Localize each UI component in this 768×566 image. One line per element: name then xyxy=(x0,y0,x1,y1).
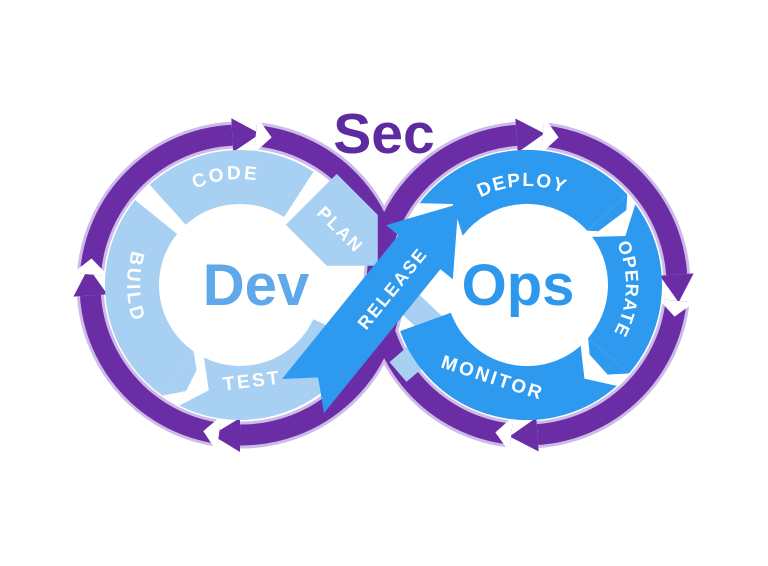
build-label: BUILD xyxy=(122,249,147,325)
arrow-icon xyxy=(515,118,545,153)
fork-notch-icon xyxy=(253,117,272,154)
deploy-segment xyxy=(419,149,628,237)
monitor-segment xyxy=(400,311,618,421)
plan-arrow-pentagon xyxy=(285,173,378,266)
release-ribbon-arrow xyxy=(282,204,459,413)
fork-notch-icon xyxy=(580,344,619,387)
fork-notch-icon xyxy=(658,298,695,317)
fork-notch-icon xyxy=(540,117,559,154)
purple-fork-notches xyxy=(72,117,695,453)
fork-notch-icon xyxy=(72,258,109,276)
purple-arc-right-lower xyxy=(536,299,687,446)
fork-notch-icon xyxy=(203,415,222,452)
fork-notch-icon xyxy=(590,203,636,237)
svg-text:BUILD: BUILD xyxy=(122,249,149,325)
fork-notch-icon xyxy=(495,416,514,453)
purple-arc-right-upper xyxy=(541,125,688,276)
arrow-icon xyxy=(231,118,261,153)
sec-title: Sec xyxy=(333,102,434,166)
arrow-icon xyxy=(509,417,539,452)
arrow-icon xyxy=(212,418,240,452)
arrow-icon xyxy=(73,267,108,297)
code-segment xyxy=(149,150,314,226)
ops-title: Ops xyxy=(462,253,575,318)
fork-notch-icon xyxy=(178,356,209,407)
purple-arc-left-upper xyxy=(79,124,233,276)
arrow-icon xyxy=(659,273,694,303)
build-segment xyxy=(105,200,195,396)
dev-title: Dev xyxy=(203,253,309,318)
purple-arrowheads xyxy=(73,118,694,452)
purple-arc-left-lower xyxy=(79,294,221,444)
